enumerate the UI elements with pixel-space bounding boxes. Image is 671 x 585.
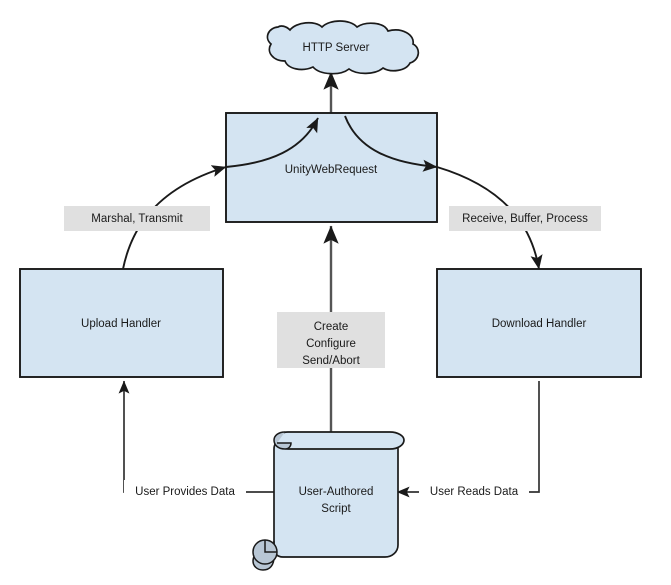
- user-provides-data-text: User Provides Data: [135, 486, 235, 498]
- node-label-download-handler: Download Handler: [492, 318, 587, 330]
- scroll-sheet: [273, 439, 399, 558]
- scroll-bottom-curl-mark: [264, 540, 277, 553]
- user-provides-data-bg: [124, 480, 246, 505]
- node-http-server[interactable]: HTTP Server: [266, 20, 420, 75]
- marshal-transmit-bg: [64, 206, 210, 231]
- node-label-user-script-line2: Script: [321, 503, 351, 515]
- edge-download-to-script: [396, 381, 540, 498]
- create-configure-line2: Configure: [306, 338, 356, 350]
- receive-buffer-process-bg: [449, 206, 601, 231]
- node-user-script[interactable]: User-Authored Script: [252, 431, 405, 571]
- user-reads-data-bg: [419, 480, 529, 505]
- edge-label-user-reads-data: User Reads Data: [419, 480, 529, 505]
- scroll-top-roll: [275, 431, 405, 450]
- node-unitywebrequest[interactable]: UnityWebRequest: [225, 112, 438, 223]
- user-reads-data-text: User Reads Data: [430, 486, 519, 498]
- unitywebrequest-box: [225, 112, 438, 223]
- create-configure-line3: Send/Abort: [302, 355, 360, 367]
- create-configure-bg: [277, 312, 385, 368]
- edge-label-marshal-transmit: Marshal, Transmit: [64, 206, 210, 231]
- node-upload-handler[interactable]: Upload Handler: [19, 268, 224, 378]
- edge-script-to-upload: [118, 380, 278, 493]
- create-configure-line1: Create: [314, 321, 349, 333]
- edge-label-user-provides-data: User Provides Data: [124, 480, 246, 505]
- node-label-unitywebrequest: UnityWebRequest: [285, 164, 378, 176]
- receive-buffer-process-text: Receive, Buffer, Process: [462, 213, 588, 225]
- upload-handler-box: [19, 268, 224, 378]
- inner-curve-server-to-download: [344, 115, 438, 172]
- node-download-handler[interactable]: Download Handler: [436, 268, 642, 378]
- node-label-http-server: HTTP Server: [303, 42, 370, 54]
- node-label-upload-handler: Upload Handler: [81, 318, 161, 330]
- edge-label-receive-buffer-process: Receive, Buffer, Process: [449, 206, 601, 231]
- cloud-shape: [266, 20, 420, 75]
- download-handler-box: [436, 268, 642, 378]
- marshal-transmit-text: Marshal, Transmit: [91, 213, 183, 225]
- edge-label-create-configure-send: Create Configure Send/Abort: [277, 312, 385, 368]
- scroll-top-curl: [273, 431, 292, 450]
- node-label-user-script-line1: User-Authored: [299, 486, 374, 498]
- inner-curve-upload-to-server: [225, 117, 319, 168]
